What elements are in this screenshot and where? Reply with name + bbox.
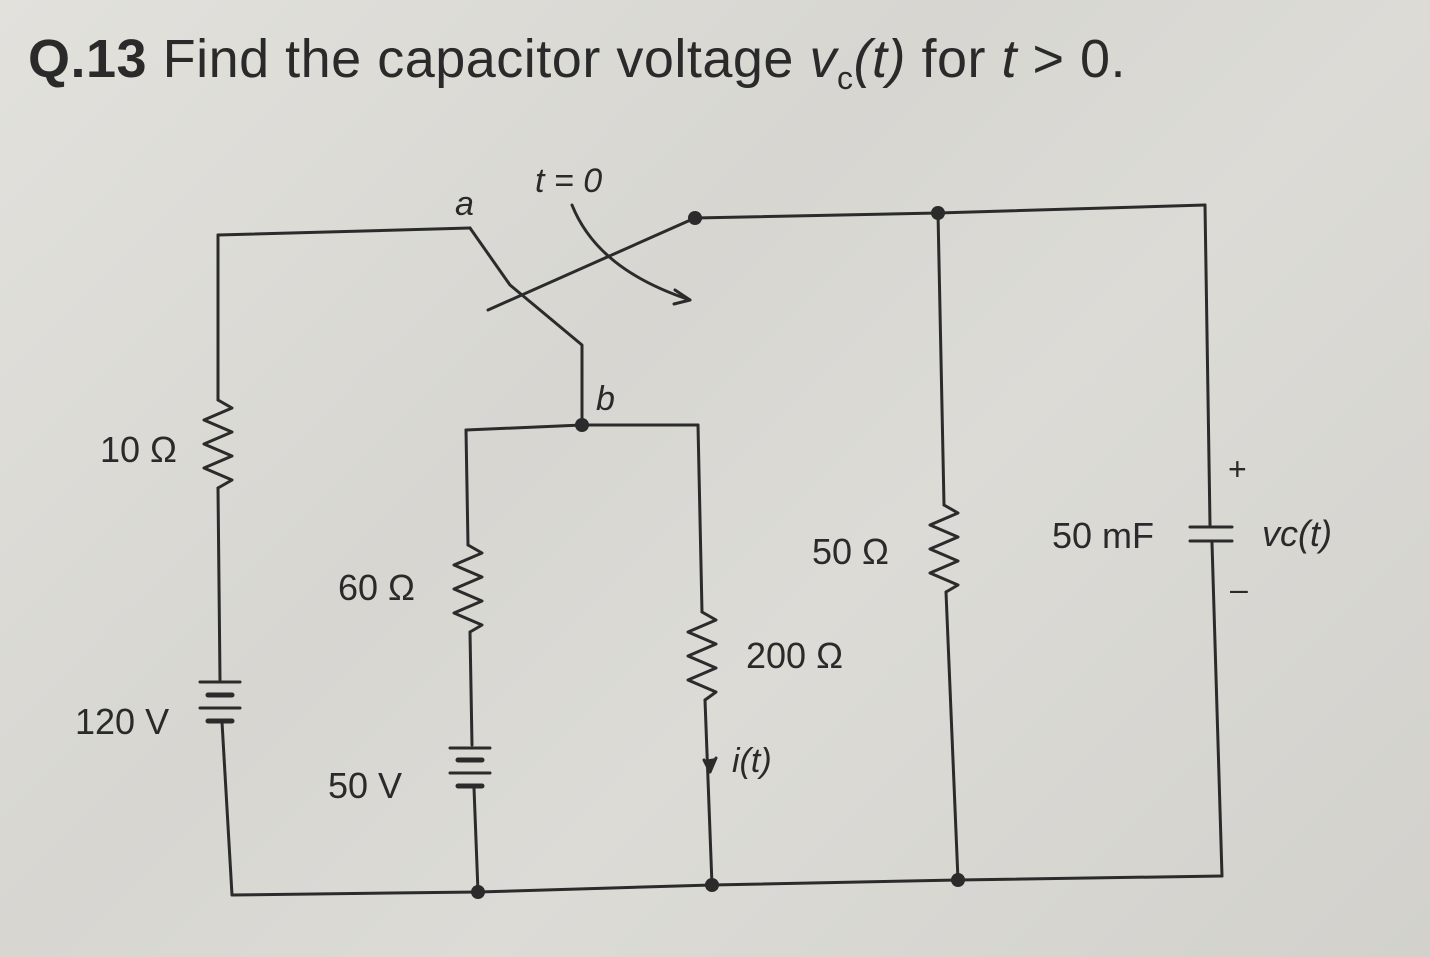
node-b [575, 418, 589, 432]
wire-200-top [696, 423, 704, 614]
wire-cap-top [1203, 203, 1212, 527]
question-text: Find the capacitor voltage [162, 29, 810, 89]
node-right-switch [688, 211, 702, 225]
capacitor-50mf [1188, 525, 1234, 543]
resistor-10-ohm [202, 398, 234, 490]
wire-right-top [693, 203, 1207, 220]
wire-left-top [216, 226, 472, 237]
battery-50v [448, 746, 492, 789]
battery-120v [198, 680, 242, 724]
wire-50-top [936, 211, 946, 507]
node-bottom-200 [705, 878, 719, 892]
wire-50-bottom [944, 590, 960, 882]
resistor-60-ohm [452, 543, 484, 634]
t-symbol: t [1001, 29, 1017, 89]
condition: > 0. [1016, 29, 1127, 89]
current-arrow [702, 756, 718, 774]
wire-left-mid [216, 486, 222, 682]
wire-cap-bottom [1210, 541, 1224, 878]
question-title: Q.13 Find the capacitor voltage vc(t) fo… [28, 28, 1126, 97]
label-vc: vc(t) [1262, 513, 1332, 554]
cap-minus: – [1230, 571, 1248, 607]
label-50-ohm: 50 Ω [812, 531, 889, 572]
wire-left-bottom [220, 720, 480, 897]
resistor-200-ohm [686, 610, 718, 702]
t-arg: (t) [853, 29, 906, 89]
wire-60-bottom [472, 786, 480, 894]
node-top-right [931, 206, 945, 220]
label-10-ohm: 10 Ω [100, 429, 177, 470]
switch-time-label: t = 0 [535, 162, 602, 200]
wire-200-bottom [703, 698, 714, 887]
wire-60-mid [468, 630, 474, 747]
vc-symbol: v [809, 29, 837, 89]
resistor-50-ohm [928, 503, 960, 594]
label-50mf: 50 mF [1052, 515, 1154, 556]
label-200-ohm: 200 Ω [746, 635, 843, 676]
for-word: for [905, 29, 1002, 89]
label-120v: 120 V [75, 701, 169, 742]
wire-bottom [476, 874, 1224, 894]
question-number: Q.13 [28, 29, 148, 89]
node-bottom-60 [471, 885, 485, 899]
wire-60-top [464, 428, 470, 547]
label-50v: 50 V [328, 765, 402, 806]
node-bottom-50 [951, 873, 965, 887]
label-current: i(t) [732, 742, 772, 780]
label-60-ohm: 60 Ω [338, 567, 415, 608]
vc-subscript: c [836, 59, 854, 96]
cap-plus: + [1228, 451, 1247, 487]
switch-blade-right [486, 216, 697, 312]
switch-blade-ab [468, 226, 584, 427]
node-b-label: b [596, 380, 615, 418]
switch-arrowhead [672, 288, 692, 306]
switch-arrow [570, 203, 692, 302]
node-a-label: a [455, 185, 474, 223]
